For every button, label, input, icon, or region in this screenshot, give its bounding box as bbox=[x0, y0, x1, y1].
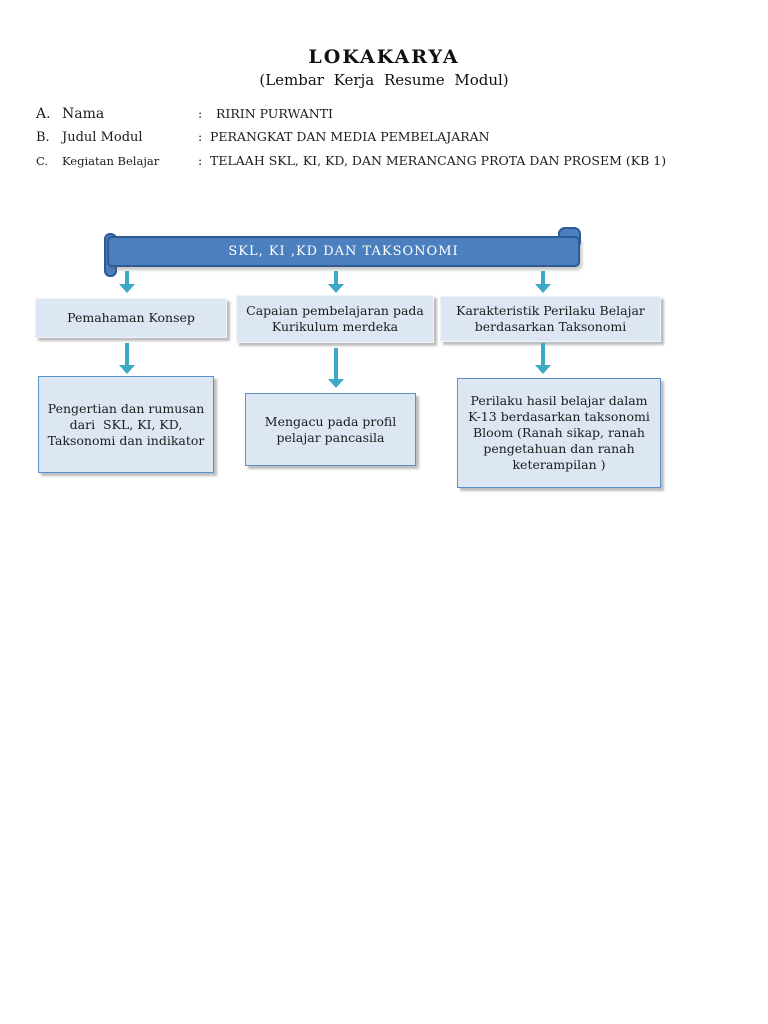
arrow-down-icon bbox=[119, 343, 135, 374]
row-value: TELAAH SKL, KI, KD, DAN MERANCANG PROTA … bbox=[210, 153, 667, 168]
arrow-stem bbox=[334, 271, 338, 284]
arrow-down-icon bbox=[328, 348, 344, 388]
node-label: Pemahaman Konsep bbox=[67, 310, 195, 325]
row-label: Judul Modul bbox=[62, 130, 143, 145]
row-value: PERANGKAT DAN MEDIA PEMBELAJARAN bbox=[210, 129, 490, 144]
page-title: LOKAKARYA bbox=[308, 46, 460, 68]
row-colon: : bbox=[198, 153, 203, 168]
arrow-head bbox=[328, 379, 344, 388]
page-subtitle: (Lembar Kerja Resume Modul) bbox=[259, 71, 509, 89]
node-mengacu-profil: Mengacu pada profil pelajar pancasila bbox=[245, 393, 416, 466]
node-capaian-pembelajaran: Capaian pembelajaran pada Kurikulum merd… bbox=[236, 295, 434, 343]
node-label: Perilaku hasil belajar dalam K-13 berdas… bbox=[468, 393, 654, 472]
row-colon: : bbox=[198, 106, 203, 121]
node-label: Karakteristik Perilaku Belajar berdasark… bbox=[456, 303, 649, 334]
arrow-stem bbox=[334, 348, 338, 379]
row-label: Kegiatan Belajar bbox=[62, 154, 160, 168]
row-label: Nama bbox=[62, 106, 105, 122]
row-marker: A. bbox=[36, 106, 51, 122]
root-node: SKL, KI ,KD DAN TAKSONOMI bbox=[107, 236, 580, 267]
arrow-stem bbox=[541, 271, 545, 284]
arrow-down-icon bbox=[119, 271, 135, 293]
arrow-stem bbox=[125, 271, 129, 284]
arrow-down-icon bbox=[535, 343, 551, 374]
node-pengertian-rumusan: Pengertian dan rumusan dari SKL, KI, KD,… bbox=[38, 376, 214, 473]
arrow-head bbox=[119, 284, 135, 293]
info-row-nama: A. Nama : RIRIN PURWANTI bbox=[36, 106, 696, 122]
info-row-kegiatan-belajar: C. Kegiatan Belajar : TELAAH SKL, KI, KD… bbox=[36, 153, 696, 169]
arrow-head bbox=[328, 284, 344, 293]
arrow-stem bbox=[125, 343, 129, 365]
node-label: Pengertian dan rumusan dari SKL, KI, KD,… bbox=[47, 400, 209, 448]
arrow-head bbox=[535, 284, 551, 293]
row-marker: B. bbox=[36, 130, 50, 145]
info-row-judul-modul: B. Judul Modul : PERANGKAT DAN MEDIA PEM… bbox=[36, 129, 696, 146]
row-marker: C. bbox=[36, 154, 49, 168]
row-value: RIRIN PURWANTI bbox=[216, 106, 333, 121]
row-colon: : bbox=[198, 129, 203, 144]
node-karakteristik-perilaku: Karakteristik Perilaku Belajar berdasark… bbox=[440, 296, 661, 342]
arrow-stem bbox=[541, 343, 545, 365]
info-list: A. Nama : RIRIN PURWANTI B. Judul Modul … bbox=[36, 106, 696, 176]
arrow-down-icon bbox=[328, 271, 344, 293]
node-label: Capaian pembelajaran pada Kurikulum merd… bbox=[246, 303, 428, 334]
node-label: Mengacu pada profil pelajar pancasila bbox=[264, 413, 401, 445]
node-perilaku-hasil-belajar: Perilaku hasil belajar dalam K-13 berdas… bbox=[457, 378, 661, 488]
node-pemahaman-konsep: Pemahaman Konsep bbox=[35, 298, 227, 338]
arrow-head bbox=[535, 365, 551, 374]
root-node-label: SKL, KI ,KD DAN TAKSONOMI bbox=[228, 244, 459, 259]
arrow-down-icon bbox=[535, 271, 551, 293]
arrow-head bbox=[119, 365, 135, 374]
